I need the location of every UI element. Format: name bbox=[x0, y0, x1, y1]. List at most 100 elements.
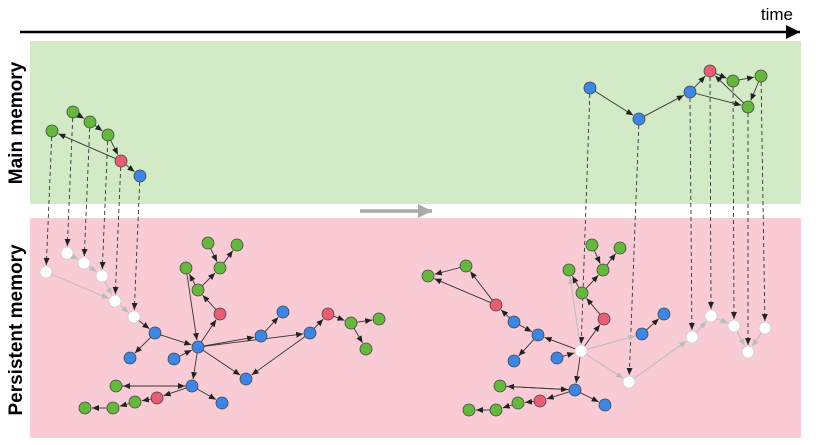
white-node bbox=[77, 256, 91, 270]
blue-node bbox=[239, 372, 253, 386]
persist-link bbox=[707, 76, 714, 310]
blue-node bbox=[254, 329, 268, 343]
red-node bbox=[213, 307, 227, 321]
persist-link bbox=[730, 86, 737, 320]
main-memory-region bbox=[30, 41, 801, 204]
graph-edges bbox=[43, 72, 768, 413]
graph-edge bbox=[584, 324, 601, 347]
green-node bbox=[101, 128, 115, 142]
red-node bbox=[150, 391, 164, 405]
graph-edge bbox=[223, 250, 234, 264]
graph-edge bbox=[141, 396, 152, 403]
white-node bbox=[60, 246, 74, 260]
blue-node bbox=[583, 81, 597, 95]
graph-edge bbox=[524, 398, 535, 405]
graph-nodes bbox=[39, 64, 772, 417]
graph-edge bbox=[313, 318, 324, 329]
graph-edge bbox=[201, 272, 216, 287]
blue-node bbox=[303, 326, 317, 340]
white-node bbox=[758, 321, 772, 335]
green-node bbox=[511, 396, 525, 410]
graph-edge bbox=[580, 392, 599, 403]
graph-edge bbox=[353, 327, 363, 344]
green-node bbox=[344, 316, 358, 330]
graph-edge bbox=[469, 271, 493, 301]
graph-edge bbox=[202, 294, 217, 310]
graph-edge bbox=[356, 318, 373, 324]
graph-edge bbox=[58, 133, 116, 160]
graph-edge bbox=[568, 276, 581, 346]
white-node bbox=[704, 309, 718, 323]
blue-node bbox=[632, 112, 646, 126]
graph-edge bbox=[738, 75, 755, 82]
white-node bbox=[622, 375, 636, 389]
graph-edge bbox=[751, 332, 762, 347]
green-node bbox=[109, 379, 123, 393]
graph-edge bbox=[333, 315, 345, 321]
graph-edge bbox=[251, 336, 306, 376]
red-node bbox=[597, 312, 611, 326]
graph-edge bbox=[134, 336, 152, 354]
graph-edge bbox=[200, 319, 217, 343]
blue-node bbox=[507, 315, 521, 329]
blue-node bbox=[568, 383, 582, 397]
blue-node bbox=[148, 326, 162, 340]
blue-node bbox=[167, 352, 181, 366]
green-node bbox=[489, 403, 503, 417]
green-node bbox=[754, 69, 768, 83]
blue-node bbox=[123, 351, 137, 365]
white-node bbox=[127, 310, 141, 324]
green-node bbox=[493, 379, 507, 393]
graph-edge bbox=[644, 94, 685, 117]
graph-edge bbox=[264, 316, 279, 332]
green-node bbox=[45, 124, 59, 138]
blue-node bbox=[507, 354, 521, 368]
white-node bbox=[574, 344, 588, 358]
green-node bbox=[613, 241, 627, 255]
graph-edge bbox=[646, 318, 660, 331]
blue-node bbox=[635, 327, 649, 341]
graph-edge bbox=[76, 112, 85, 119]
graph-edge bbox=[736, 331, 746, 347]
blue-node bbox=[191, 340, 205, 354]
red-node bbox=[703, 64, 717, 78]
red-node bbox=[114, 154, 128, 168]
blue-node bbox=[683, 85, 697, 99]
graph-edge bbox=[574, 356, 581, 384]
green-node bbox=[201, 236, 215, 250]
graph-edge bbox=[160, 334, 192, 346]
graph-edge bbox=[125, 164, 135, 173]
green-node bbox=[575, 286, 589, 300]
graph-edge bbox=[594, 90, 634, 116]
graph-edge bbox=[119, 304, 129, 313]
green-node bbox=[372, 312, 386, 326]
persist-link bbox=[688, 97, 695, 331]
persistent-memory-region bbox=[30, 218, 801, 438]
graph-edge bbox=[104, 281, 113, 296]
green-node bbox=[596, 263, 610, 277]
graph-edge bbox=[714, 75, 744, 104]
graph-edge bbox=[505, 385, 569, 393]
green-node bbox=[83, 115, 97, 129]
graph-edge bbox=[544, 336, 576, 350]
blue-node bbox=[550, 351, 564, 365]
green-node bbox=[213, 261, 227, 275]
graph-edge bbox=[518, 339, 535, 357]
graph-edge bbox=[51, 273, 109, 299]
white-node bbox=[741, 345, 755, 359]
blue-node bbox=[215, 396, 229, 410]
graph-edge bbox=[163, 387, 187, 397]
graph-edge bbox=[179, 349, 192, 357]
blue-node bbox=[598, 398, 612, 412]
graph-edge bbox=[586, 334, 636, 350]
graph-edge bbox=[606, 253, 617, 266]
persist-link bbox=[760, 81, 768, 322]
persist-link bbox=[64, 117, 74, 247]
graph-edge bbox=[695, 320, 707, 333]
persist-link bbox=[112, 166, 122, 295]
graph-edge bbox=[500, 309, 510, 319]
white-node bbox=[108, 294, 122, 308]
persist-link bbox=[43, 136, 53, 266]
graph-edge bbox=[593, 250, 601, 264]
